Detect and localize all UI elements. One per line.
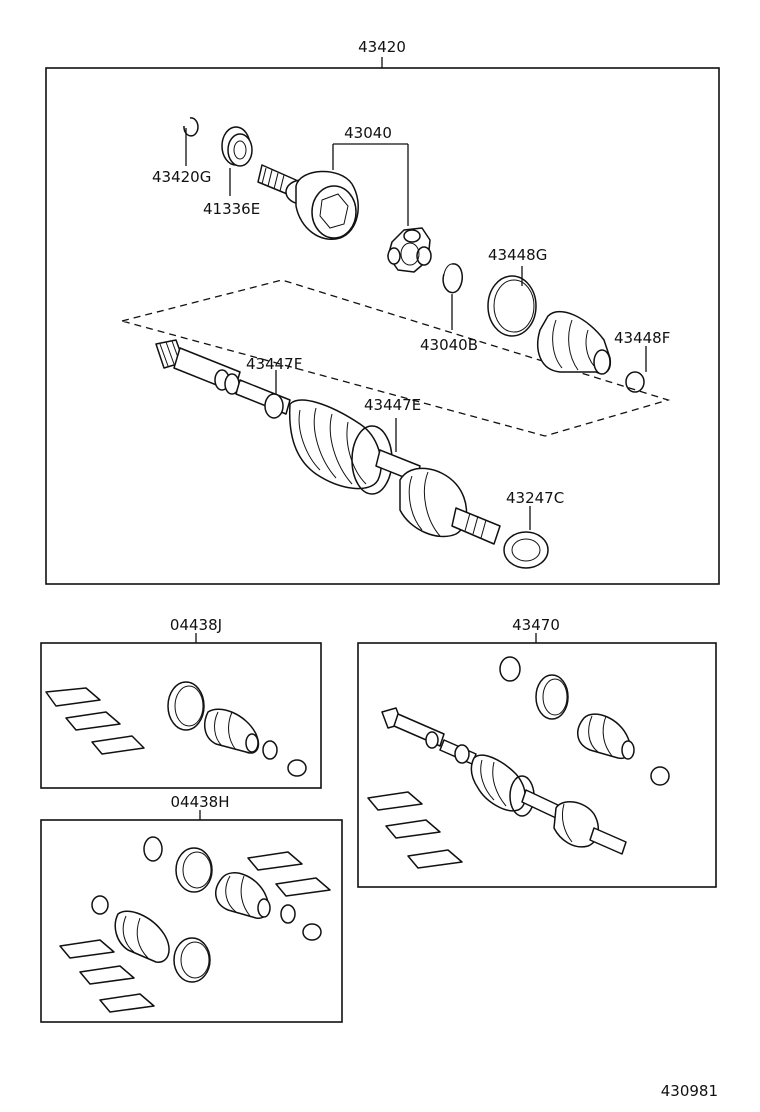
- alt-assembly-group: 43470: [357, 616, 717, 888]
- main-assembly-label: 43420: [358, 38, 406, 56]
- drive-shaft-part: 43447F 43447E 43247C: [155, 339, 564, 569]
- boot-clamp-label: 43447E: [364, 396, 421, 414]
- main-assembly-group: 43420 43420G 41336E: [45, 38, 720, 585]
- snap-ring-part: 43420G: [152, 117, 211, 186]
- kit-j-label: 04438J: [170, 616, 222, 634]
- kit-j-frame: [40, 642, 322, 789]
- kit-j-group: 04438J: [40, 616, 322, 789]
- alt-assembly-frame: [357, 642, 717, 888]
- shaft-clamp-label: 43447F: [246, 355, 302, 373]
- kit-h-parts: [91, 836, 322, 983]
- snap-ring-label: 43420G: [152, 168, 211, 186]
- small-clamp-label: 43448F: [614, 329, 670, 347]
- dust-seal-part: 41336E: [203, 126, 260, 218]
- alt-assembly-grease-packs: [367, 791, 463, 869]
- large-clamp-label: 43448G: [488, 246, 547, 264]
- kit-h-grease-packs: [59, 851, 331, 1013]
- large-clamp-part: 43448G: [487, 246, 547, 337]
- alt-assembly-label: 43470: [512, 616, 560, 634]
- outboard-joint-label: 43040: [344, 124, 392, 142]
- circlip-part: 43040B: [420, 263, 478, 354]
- circlip-label: 43040B: [420, 336, 478, 354]
- dust-seal-label: 41336E: [203, 200, 260, 218]
- kit-h-label: 04438H: [171, 793, 230, 811]
- main-assembly-frame: [45, 67, 720, 585]
- kit-j-parts: [167, 681, 307, 777]
- inner-boot-part: 43448F: [537, 310, 670, 393]
- kit-h-frame: [40, 819, 343, 1023]
- dust-deflector-label: 43247C: [506, 489, 564, 507]
- boot-kit-dashed-outline: [119, 279, 671, 437]
- kit-h-group: 04438H: [40, 793, 343, 1023]
- alt-assembly-parts: [381, 656, 670, 855]
- diagram-number: 430981: [661, 1082, 718, 1100]
- kit-j-grease-packs: [45, 687, 145, 755]
- outboard-joint-part: 43040: [257, 124, 432, 273]
